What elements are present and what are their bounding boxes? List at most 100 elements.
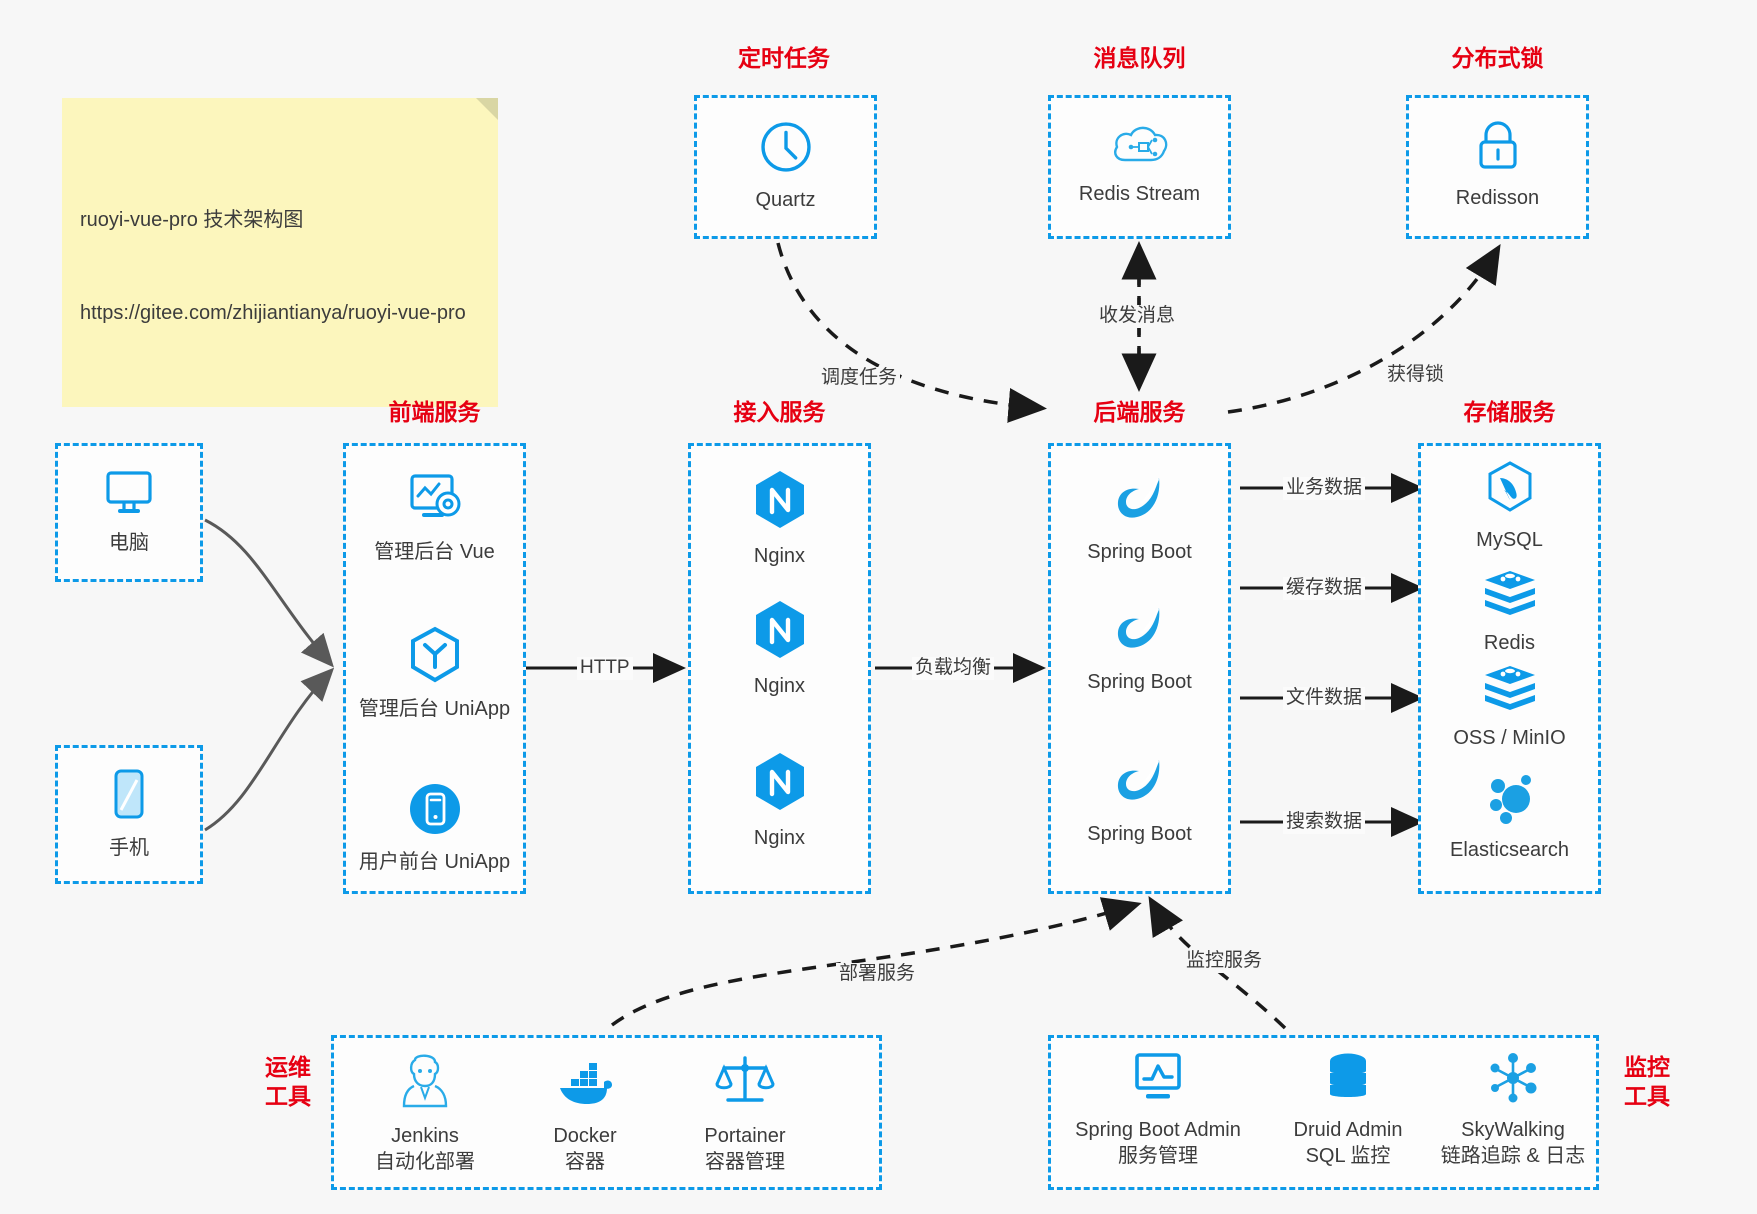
node-mobile[interactable]: 手机 [55,768,203,861]
node-desktop[interactable]: 电脑 [55,467,203,556]
node-label: 管理后台 UniApp [358,698,511,720]
group-label-mq: 消息队列 [1093,45,1186,71]
node-quartz[interactable]: Quartz [694,118,877,213]
node-redisson[interactable]: Redisson [1406,118,1589,211]
note-line-url: https://gitee.com/zhijiantianya/ruoyi-vu… [80,302,466,324]
node-label: 电脑 [109,532,149,554]
node-portainer[interactable]: Portainer 容器管理 [665,1050,825,1175]
node-label: Spring Boot Admin [1075,1119,1241,1141]
node-label: Redis Stream [1078,183,1201,205]
edge-label-file-data: 文件数据 [1283,687,1366,710]
desktop-icon [100,467,158,524]
edge-label-business-data: 业务数据 [1283,477,1366,500]
node-sublabel: 容器管理 [705,1151,785,1173]
group-label-lock: 分布式锁 [1451,45,1544,71]
edge-label-schedule-task: 调度任务 [818,367,901,390]
edge-label-monitor-service: 监控服务 [1183,950,1266,973]
group-scheduler [694,95,877,239]
node-spring-boot-admin[interactable]: Spring Boot Admin 服务管理 [1058,1050,1258,1169]
node-label: Nginx [753,675,806,697]
lock-icon [1471,118,1525,179]
monitor-chart-icon [1129,1050,1187,1111]
node-admin-vue[interactable]: 管理后台 Vue [343,470,526,565]
edge-label-acquire-lock: 获得锁 [1384,364,1448,387]
group-label-devops-line1: 运维 [265,1054,311,1080]
node-label: OSS / MinIO [1453,727,1566,749]
node-label: MySQL [1476,529,1543,551]
node-label: Docker [553,1125,617,1147]
nginx-icon [751,750,809,819]
docker-icon [554,1050,616,1117]
note-sticky: ruoyi-vue-pro 技术架构图 https://gitee.com/zh… [62,98,498,407]
spring-boot-icon [1110,468,1170,533]
node-elasticsearch[interactable]: Elasticsearch [1418,772,1601,863]
edge-label-send-receive-message: 收发消息 [1096,305,1179,328]
node-nginx-1[interactable]: Nginx [688,468,871,569]
mysql-icon [1484,460,1536,521]
node-redis-stream[interactable]: Redis Stream [1048,118,1231,207]
group-label-backend: 后端服务 [1093,399,1186,425]
spring-boot-icon [1110,750,1170,815]
edge-label-load-balance: 负载均衡 [912,657,995,680]
group-devops [331,1035,882,1190]
node-mysql[interactable]: MySQL [1418,460,1601,553]
node-sublabel: SQL 监控 [1305,1145,1391,1167]
node-druid-admin[interactable]: Druid Admin SQL 监控 [1268,1050,1428,1169]
node-sublabel: 容器 [565,1151,605,1173]
group-label-scheduler: 定时任务 [738,45,830,71]
group-label-frontend: 前端服务 [388,399,481,425]
dashboard-gear-icon [404,470,466,533]
node-label: Spring Boot [1087,823,1192,845]
node-nginx-3[interactable]: Nginx [688,750,871,851]
group-label-storage: 存储服务 [1463,399,1556,425]
group-label-devops-line2: 工具 [265,1082,311,1109]
node-sublabel: 自动化部署 [375,1151,475,1173]
edge-label-deploy-service: 部署服务 [836,963,919,986]
group-label-monitor: 监控 工具 [1612,1053,1682,1111]
node-jenkins[interactable]: Jenkins 自动化部署 [345,1050,505,1175]
node-spring-boot-3[interactable]: Spring Boot [1048,750,1231,847]
group-backend [1048,443,1231,894]
group-label-devops: 运维 工具 [253,1053,323,1111]
edge-label-cache-data: 缓存数据 [1283,577,1366,600]
group-label-monitor-line2: 工具 [1624,1082,1670,1109]
node-redis[interactable]: Redis [1418,567,1601,656]
node-nginx-2[interactable]: Nginx [688,598,871,699]
oss-icon [1481,662,1539,719]
node-label: 用户前台 UniApp [358,851,511,873]
node-label: Redisson [1455,187,1540,209]
note-fold-corner [476,98,498,120]
group-label-gateway: 接入服务 [733,399,826,425]
clock-icon [757,118,815,181]
node-spring-boot-1[interactable]: Spring Boot [1048,468,1231,565]
skywalking-icon [1484,1050,1542,1111]
node-label: Redis [1483,632,1536,654]
group-mq [1048,95,1231,239]
node-oss-minio[interactable]: OSS / MinIO [1418,662,1601,751]
group-monitor [1048,1035,1599,1190]
nginx-icon [751,468,809,537]
node-label: Spring Boot [1087,541,1192,563]
node-skywalking[interactable]: SkyWalking 链路追踪 & 日志 [1428,1050,1598,1169]
node-spring-boot-2[interactable]: Spring Boot [1048,598,1231,695]
node-label: Quartz [755,189,816,211]
node-label: Jenkins [391,1125,459,1147]
spring-boot-icon [1110,598,1170,663]
scales-icon [714,1050,776,1117]
node-label: Nginx [753,545,806,567]
node-sublabel: 链路追踪 & 日志 [1440,1145,1586,1167]
node-label: Portainer [704,1125,786,1147]
node-sublabel: 服务管理 [1118,1145,1198,1167]
node-label: Spring Boot [1087,671,1192,693]
node-label: Nginx [753,827,806,849]
elasticsearch-icon [1482,772,1538,831]
node-user-uniapp[interactable]: 用户前台 UniApp [343,780,526,875]
node-label: 管理后台 Vue [374,541,495,563]
group-label-monitor-line1: 监控 [1624,1054,1670,1080]
mobile-circle-icon [406,780,464,843]
node-admin-uniapp[interactable]: 管理后台 UniApp [343,625,526,722]
database-icon [1320,1050,1376,1111]
node-docker[interactable]: Docker 容器 [505,1050,665,1175]
node-label: Elasticsearch [1450,839,1569,861]
